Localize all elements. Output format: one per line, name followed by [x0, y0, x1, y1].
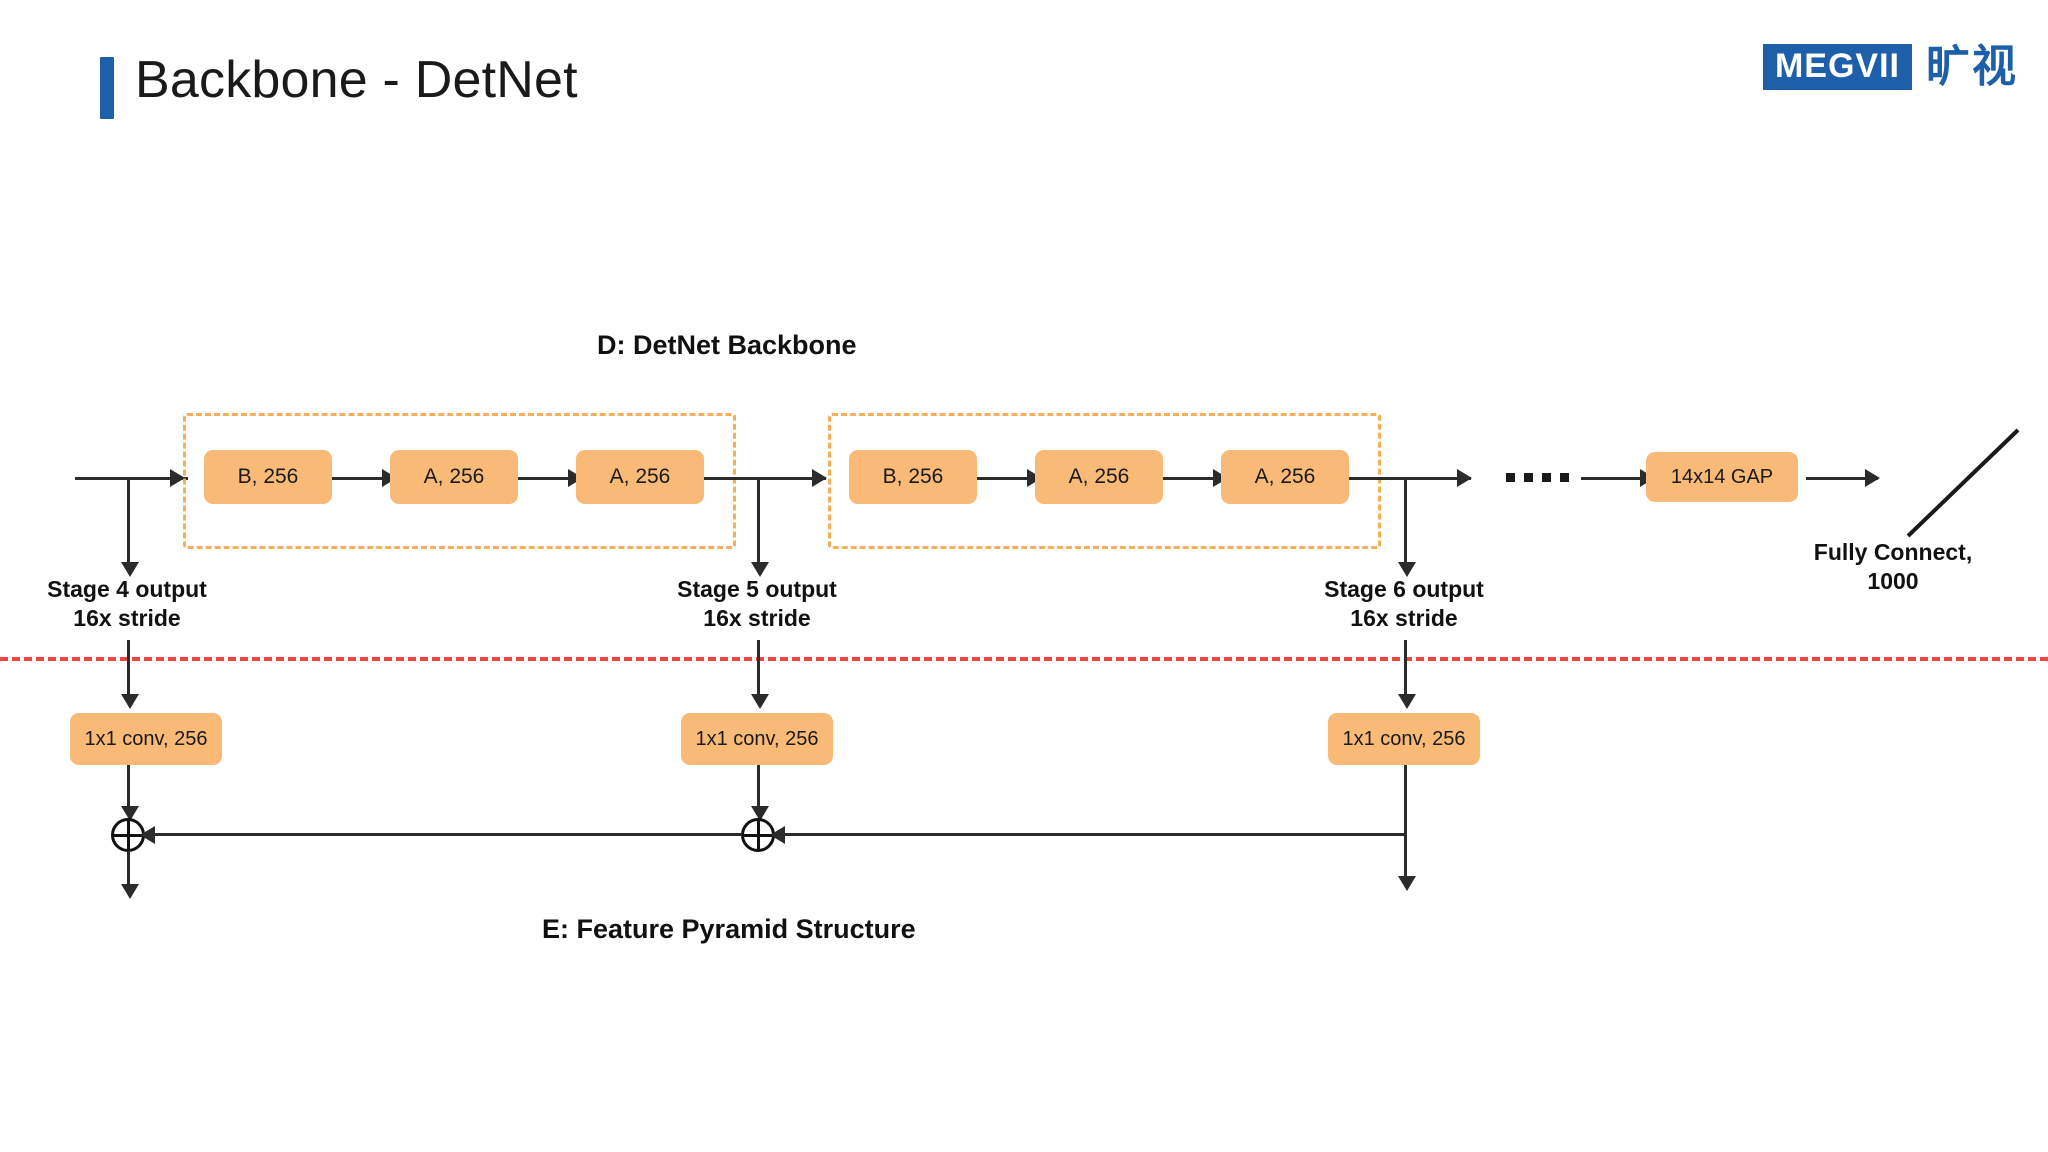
- stage-6-line1: Stage 6 output: [1324, 576, 1484, 602]
- g1-connector-1: [332, 477, 394, 480]
- stage5-block-group: [183, 413, 736, 549]
- node-conv-2[interactable]: 1x1 conv, 256: [681, 713, 833, 765]
- title-accent-bar: [100, 57, 114, 119]
- stage4-down-line: [127, 640, 130, 700]
- fully-connect-slash-icon: [1906, 428, 2020, 538]
- stage-5-line2: 16x stride: [703, 604, 811, 631]
- conv2-to-add-arrowhead: [751, 806, 769, 821]
- add2-to-add1-arrowhead: [140, 826, 155, 844]
- stage5-branch-arrowhead: [751, 562, 769, 577]
- node-a256-g2-2[interactable]: A, 256: [1221, 450, 1349, 504]
- section-d-title: D: DetNet Backbone: [597, 330, 857, 360]
- node-conv-3[interactable]: 1x1 conv, 256: [1328, 713, 1480, 765]
- stage-4-line2: 16x stride: [73, 604, 181, 631]
- conv1-to-add-line: [127, 765, 130, 812]
- stage5-down-arrowhead: [751, 694, 769, 709]
- stage-6-line2: 16x stride: [1350, 604, 1458, 631]
- node-conv-1[interactable]: 1x1 conv, 256: [70, 713, 222, 765]
- add2-to-add1-line: [148, 833, 741, 836]
- stage4-down-arrowhead: [121, 694, 139, 709]
- fully-connect-line1: Fully Connect,: [1813, 539, 1973, 565]
- fully-connect-line2: 1000: [1867, 567, 1919, 594]
- node-a256-g1-2[interactable]: A, 256: [576, 450, 704, 504]
- stage6-branch-arrowhead: [1398, 562, 1416, 577]
- megvii-logo: MEGVII 旷视: [1762, 42, 2018, 91]
- node-b256-g1[interactable]: B, 256: [204, 450, 332, 504]
- g1-connector-2: [518, 477, 580, 480]
- stage-6-label: Stage 6 output 16x stride: [1304, 575, 1504, 633]
- gap-to-fc-arrowhead: [1865, 469, 1880, 487]
- ellipsis-to-gap-line: [1581, 477, 1653, 480]
- stage6-block-group: [828, 413, 1381, 549]
- add1-out-line: [127, 852, 130, 890]
- stage-5-line1: Stage 5 output: [677, 576, 837, 602]
- conv3-down-arrowhead: [1398, 876, 1416, 891]
- stage-5-label: Stage 5 output 16x stride: [657, 575, 857, 633]
- conv2-to-add-line: [757, 765, 760, 812]
- stage4-branch-arrowhead: [121, 562, 139, 577]
- node-a256-g2-1[interactable]: A, 256: [1035, 450, 1163, 504]
- g2-connector-1: [977, 477, 1039, 480]
- stage4-branch-line: [127, 477, 130, 567]
- g2-to-ellipsis-line: [1349, 477, 1471, 480]
- conv1-to-add-arrowhead: [121, 806, 139, 821]
- input-arrowhead: [170, 469, 185, 487]
- section-e-title: E: Feature Pyramid Structure: [542, 914, 916, 944]
- conv3-down-line: [1404, 765, 1407, 882]
- g2-connector-2: [1163, 477, 1225, 480]
- page-title: Backbone - DetNet: [135, 51, 578, 109]
- stage-4-label: Stage 4 output 16x stride: [27, 575, 227, 633]
- node-b256-g2[interactable]: B, 256: [849, 450, 977, 504]
- g1-to-g2-line: [704, 477, 826, 480]
- section-divider: [0, 657, 2048, 661]
- g2-to-ellipsis-arrowhead: [1457, 469, 1472, 487]
- stage6-branch-line: [1404, 477, 1407, 567]
- conv3-to-add2-line: [778, 833, 1406, 836]
- stage5-down-line: [757, 640, 760, 700]
- logo-wordmark: MEGVII: [1762, 44, 1912, 90]
- fully-connect-label: Fully Connect, 1000: [1798, 538, 1988, 596]
- stage5-branch-line: [757, 477, 760, 567]
- ellipsis-icon: [1506, 473, 1569, 482]
- node-gap[interactable]: 14x14 GAP: [1646, 452, 1798, 502]
- conv3-to-add2-arrowhead: [770, 826, 785, 844]
- g1-to-g2-arrowhead: [812, 469, 827, 487]
- input-line: [75, 477, 188, 480]
- stage-4-line1: Stage 4 output: [47, 576, 207, 602]
- add1-out-arrowhead: [121, 884, 139, 899]
- stage6-down-line: [1404, 640, 1407, 700]
- logo-chinese-name: 旷视: [1926, 42, 2018, 91]
- gap-to-fc-line: [1806, 477, 1878, 480]
- stage6-down-arrowhead: [1398, 694, 1416, 709]
- node-a256-g1-1[interactable]: A, 256: [390, 450, 518, 504]
